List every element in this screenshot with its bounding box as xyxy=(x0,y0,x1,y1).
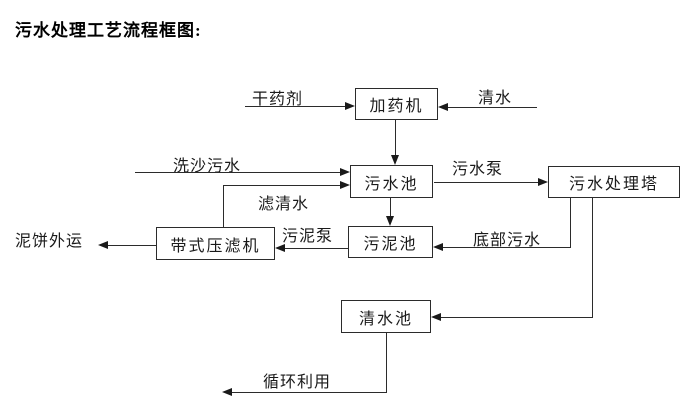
edge-recycle-vline xyxy=(386,333,387,393)
arrowhead-right-icon xyxy=(340,168,350,176)
node-sludge-pool: 污泥池 xyxy=(348,226,433,258)
arrowhead-left-icon xyxy=(98,241,108,249)
edge-sewage-to-sludge-line xyxy=(390,198,391,217)
edge-tower-to-clear-vline xyxy=(592,198,593,318)
arrowhead-left-icon xyxy=(275,244,285,252)
edge-label-clear-water: 清水 xyxy=(478,90,513,107)
edge-label-sewage-pump: 污水泵 xyxy=(452,161,504,178)
arrowhead-right-icon xyxy=(340,181,350,189)
edge-dosing-to-sewage-line xyxy=(395,120,396,156)
edge-label-filtered-water: 滤清水 xyxy=(258,196,310,213)
arrowhead-left-icon xyxy=(222,388,232,396)
edge-mud-cake-line xyxy=(108,245,156,246)
edge-filtered-water-vline xyxy=(223,185,224,227)
node-treatment-tower: 污水处理塔 xyxy=(548,166,680,198)
node-sewage-pool: 污水池 xyxy=(350,165,433,198)
arrowhead-left-icon xyxy=(433,243,443,251)
node-clear-water-pool: 清水池 xyxy=(341,300,431,333)
node-sludge-pool-label: 污泥池 xyxy=(363,236,418,253)
node-clear-water-pool-label: 清水池 xyxy=(358,310,413,328)
arrowhead-left-icon xyxy=(438,103,448,111)
edge-label-sludge-pump: 污泥泵 xyxy=(282,228,334,245)
edge-recycle-hline xyxy=(232,392,387,393)
edge-label-dry-agent: 干药剂 xyxy=(252,91,304,108)
node-belt-filter-press-label: 带式压滤机 xyxy=(170,237,261,255)
node-belt-filter-press: 带式压滤机 xyxy=(156,227,275,260)
node-dosing-machine: 加药机 xyxy=(355,88,438,120)
edge-label-sand-washing-sewage: 洗沙污水 xyxy=(173,158,242,175)
edge-filtered-water-hline xyxy=(223,185,341,186)
page-title: 污水处理工艺流程框图: xyxy=(15,21,202,40)
arrowhead-down-icon xyxy=(386,216,394,226)
edge-label-bottom-sewage: 底部污水 xyxy=(473,232,542,249)
edge-sludge-pump-line xyxy=(285,248,348,249)
arrowhead-down-icon xyxy=(391,155,399,165)
edge-label-mud-cake-out: 泥饼外运 xyxy=(15,233,84,250)
arrowhead-right-icon xyxy=(345,102,355,110)
edge-sewage-pump-line xyxy=(434,182,539,183)
arrowhead-right-icon xyxy=(538,178,548,186)
edge-label-recycle: 循环利用 xyxy=(263,374,332,391)
node-treatment-tower-label: 污水处理塔 xyxy=(568,176,659,193)
edge-sand-washing-line xyxy=(135,172,341,173)
node-dosing-machine-label: 加药机 xyxy=(369,98,424,115)
edge-bottom-sewage-hline xyxy=(443,247,571,248)
edge-tower-to-clear-hline xyxy=(441,317,593,318)
node-sewage-pool-label: 污水池 xyxy=(364,175,419,193)
arrowhead-left-icon xyxy=(431,313,441,321)
edge-clear-water-line xyxy=(448,107,537,108)
edge-dry-agent-line xyxy=(245,106,346,107)
edge-bottom-sewage-vline xyxy=(570,198,571,248)
